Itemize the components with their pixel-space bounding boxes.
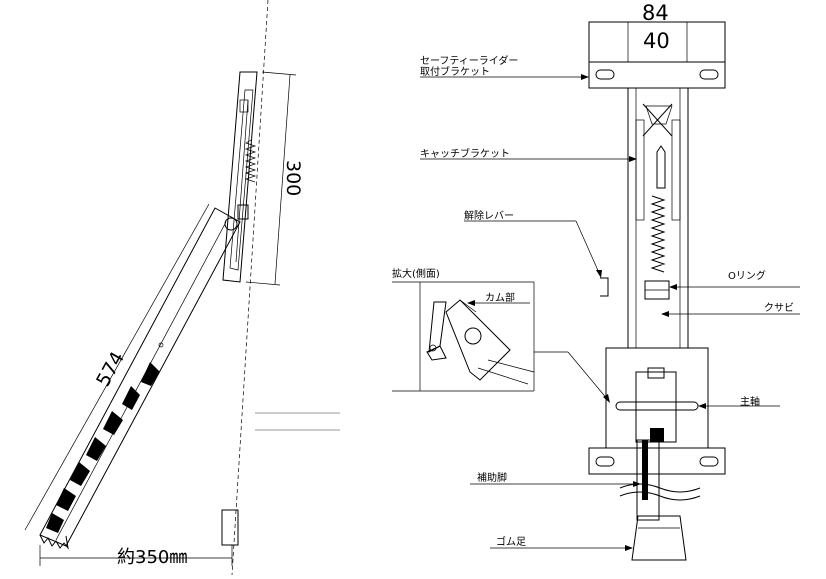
dim-300-label: 300 (282, 160, 304, 196)
callout-main-shaft: 主軸 (740, 395, 760, 408)
callout-bracket-line1: セーフティーライダー (420, 54, 518, 67)
callout-release-lever: 解除レバー (464, 209, 514, 222)
ladder-body (39, 207, 241, 550)
dim-84: 84 (642, 1, 669, 25)
callout-rubber-foot: ゴム足 (496, 535, 526, 548)
detail-title: 拡大(側面) (392, 267, 440, 280)
callouts: セーフティーライダー 取付ブラケット キャッチブラケット 解除レバー Oリング … (420, 54, 800, 551)
hinge (224, 217, 238, 231)
dim-574: 574 (24, 203, 210, 531)
dim-350-label: 約350㎜ (117, 547, 187, 568)
dim-350: 約350㎜ (39, 545, 233, 568)
callout-wedge: クサビ (764, 302, 794, 314)
center-line (231, 0, 269, 576)
spring-side (244, 139, 257, 183)
callout-cam: カム部 (485, 291, 515, 304)
detail-inset: 拡大(側面) カム部 (392, 267, 535, 392)
stripe (70, 462, 90, 486)
stripe (141, 362, 160, 386)
dim-574-label: 574 (92, 348, 129, 390)
stripe (56, 488, 76, 511)
rubber-foot (631, 515, 687, 561)
main-shaft (615, 401, 699, 411)
side-view: 300 574 (24, 0, 340, 576)
aux-leg-tip (221, 509, 239, 546)
callout-o-ring: Oリング (728, 269, 766, 282)
mounting-plate (222, 71, 258, 283)
front-view: 84 40 (588, 1, 726, 561)
bottom-bracket (588, 447, 726, 475)
top-bracket (588, 61, 726, 89)
stripe (46, 513, 64, 533)
spring-front (650, 195, 666, 273)
callout-bracket-line2: 取付ブラケット (420, 65, 490, 78)
stripe (122, 386, 140, 410)
dim-300: 300 (245, 71, 304, 286)
dim-40: 40 (643, 29, 670, 53)
release-lever (600, 277, 609, 297)
stripe (86, 437, 106, 461)
callout-catch-bracket: キャッチブラケット (420, 147, 510, 160)
stripe (103, 411, 123, 435)
catch-mechanism (635, 103, 681, 273)
foot-teeth (39, 534, 69, 550)
callout-aux-leg: 補助脚 (477, 471, 507, 484)
